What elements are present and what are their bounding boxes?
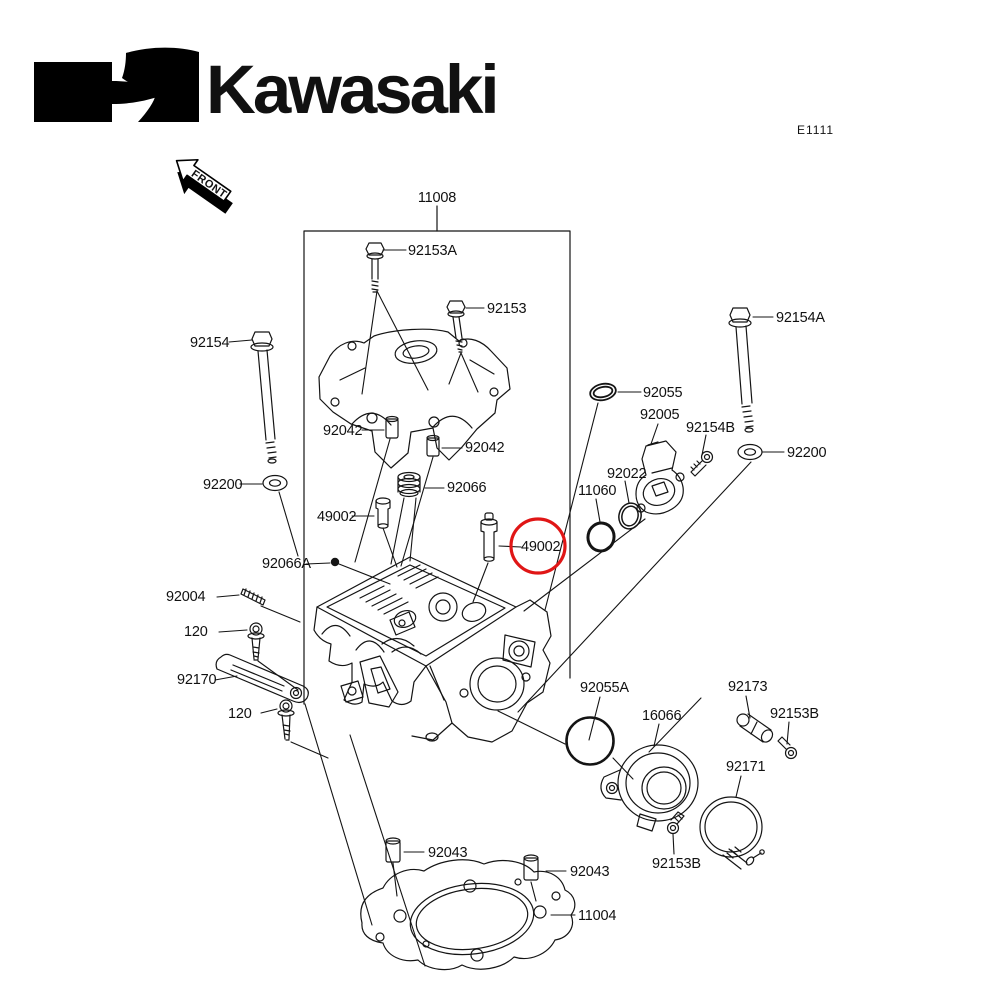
part-label-92153a: 92153A xyxy=(408,243,457,259)
highlight-circle xyxy=(509,517,567,575)
part-label-92153b-lower: 92153B xyxy=(652,856,701,872)
stud-92004 xyxy=(240,588,266,606)
camshaft-cap xyxy=(318,328,511,469)
part-label-16066: 16066 xyxy=(642,708,681,724)
dowel-92043-right xyxy=(523,854,539,881)
leader-lines xyxy=(214,249,790,967)
gasket-11060 xyxy=(586,521,616,553)
holder-16066 xyxy=(600,744,699,832)
part-label-92043-left: 92043 xyxy=(428,845,467,861)
bolt-92153a xyxy=(365,242,385,293)
part-label-92042-right: 92042 xyxy=(465,440,504,456)
kawasaki-river-mark-icon xyxy=(34,47,199,122)
part-label-92066: 92066 xyxy=(447,480,486,496)
bracket-92170 xyxy=(215,653,309,704)
part-label-92055: 92055 xyxy=(643,385,682,401)
part-label-92154a: 92154A xyxy=(776,310,825,326)
part-label-11004: 11004 xyxy=(578,908,616,924)
bolt-92154b xyxy=(690,450,714,477)
part-label-92153: 92153 xyxy=(487,301,526,317)
fitting-92005 xyxy=(635,440,685,515)
head-gasket-11004 xyxy=(360,859,576,971)
bolt-92153 xyxy=(446,300,466,353)
bolt-120-lower xyxy=(277,699,295,741)
part-label-120-upper: 120 xyxy=(184,624,208,640)
valve-guide-49002-left xyxy=(375,497,391,529)
bolt-92153b-upper xyxy=(777,736,798,760)
o-ring-92022 xyxy=(618,502,642,530)
seal-92066 xyxy=(397,471,421,498)
part-label-11060: 11060 xyxy=(578,483,616,499)
collar-92042-left xyxy=(385,415,399,439)
front-direction-arrow: FRONT xyxy=(175,158,233,214)
part-label-92055a: 92055A xyxy=(580,680,629,696)
part-label-92171: 92171 xyxy=(726,759,765,775)
part-label-92004: 92004 xyxy=(166,589,205,605)
valve-guide-49002-circled xyxy=(480,512,498,562)
o-ring-92055a xyxy=(565,716,615,766)
collar-92042-right xyxy=(426,434,440,457)
part-label-92066a: 92066A xyxy=(262,556,311,572)
dowel-92043-left xyxy=(385,837,401,863)
part-label-120-lower: 120 xyxy=(228,706,252,722)
washer-92200-left xyxy=(262,474,288,492)
ball-92066a xyxy=(330,557,340,567)
part-label-92173: 92173 xyxy=(728,679,767,695)
assembly-group-box xyxy=(303,205,571,705)
kawasaki-logo: Kawasaki xyxy=(34,47,500,128)
clamp-92171 xyxy=(699,796,765,870)
kawasaki-logo-text: Kawasaki xyxy=(206,51,497,128)
fitting-92173 xyxy=(736,713,774,743)
part-label-92005: 92005 xyxy=(640,407,679,423)
document-code: E1111 xyxy=(797,123,834,137)
part-label-92200-left: 92200 xyxy=(203,477,242,493)
part-label-92154b: 92154B xyxy=(686,420,735,436)
bolt-120-upper xyxy=(247,622,265,661)
part-labels: 11008 92153A 92153 92154 92154A 92154B 9… xyxy=(166,190,827,924)
part-label-92022: 92022 xyxy=(607,466,646,482)
part-label-49002-circled: 49002 xyxy=(521,539,560,555)
cylinder-head xyxy=(313,556,552,743)
part-label-92170: 92170 xyxy=(177,672,216,688)
part-label-92154: 92154 xyxy=(190,335,229,351)
part-label-92043-right: 92043 xyxy=(570,864,609,880)
part-label-49002-left: 49002 xyxy=(317,509,356,525)
part-label-92042-left: 92042 xyxy=(323,423,362,439)
bolt-92154a xyxy=(728,307,754,433)
bolt-92153b-lower xyxy=(666,811,685,835)
o-ring-92055 xyxy=(589,382,617,402)
washer-92200-right xyxy=(737,443,763,461)
part-label-92153b-upper: 92153B xyxy=(770,706,819,722)
bolt-92154 xyxy=(250,331,277,464)
part-label-11008: 11008 xyxy=(418,190,456,206)
part-label-92200-right: 92200 xyxy=(787,445,826,461)
